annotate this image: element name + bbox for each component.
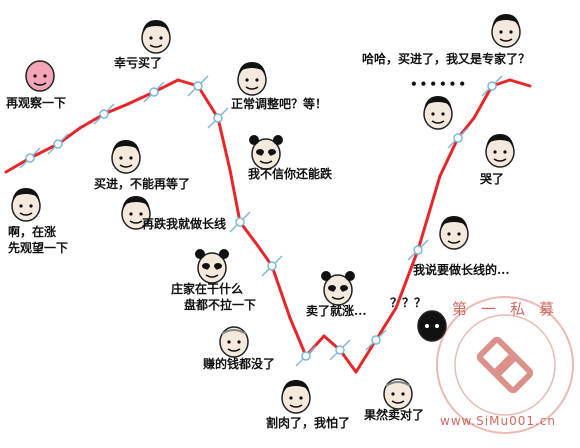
curve-segment [438,136,460,178]
caption-question: ？？？ [390,296,427,310]
curve-segment [288,316,308,358]
curve-segment [354,338,378,374]
meme-face-icon [383,378,413,410]
meme-face-icon [281,380,311,414]
curve-segment [228,168,242,224]
meme-face-icon [417,310,447,342]
curve-node [371,335,381,345]
caption-rising: 啊，在涨 [8,225,57,239]
curve-node [453,133,463,143]
curve-node [25,153,35,163]
curve-node [413,245,423,255]
caption-sold-right: 果然卖对了 [364,408,425,422]
curve-segment [374,306,398,342]
caption-wait: 先观望一下 [8,241,69,255]
watermark-char-1: 第 [452,300,482,318]
meme-face-icon [25,60,55,92]
curve-segment [472,84,494,120]
curve-segment [126,90,156,106]
curve-node [99,109,109,119]
meme-face-icon [321,271,355,306]
caption-meant-long: 我说要做长线的... [413,263,510,277]
curve-node [301,351,311,361]
curve-segment [28,142,60,160]
caption-observe: 再观察一下 [6,96,67,110]
caption-no-pump: 盘都不拉一下 [184,298,257,312]
meme-face-icon [111,140,141,174]
watermark-char-4: 募 [539,300,569,318]
meme-face-icon [249,135,283,170]
caption-disbelief: 我不信你还能跌 [248,167,333,181]
watermark-logo [436,296,574,434]
caption-sold-rise: 卖了就涨... [306,304,367,318]
curve-segment [416,174,442,252]
meme-face-icon [141,20,171,54]
curve-node [213,113,223,123]
caption-buy-now: 买进，不能再等了 [94,177,191,191]
watermark-url: www.SiMu001.cn [440,414,556,428]
curve-segment [508,78,532,88]
curve-segment [270,264,292,320]
curve-segment [196,84,220,120]
caption-long-term: 再跌我就做长线 [142,217,227,231]
meme-face-icon [121,196,151,230]
caption-cut-loss: 割肉了，我怕了 [266,416,351,430]
curve-node [267,261,277,271]
caption-adjust: 正常调整吧？等！ [231,97,328,111]
curve-node [193,81,203,91]
caption-dots: •••••• [410,77,469,91]
watermark-char-3: 私 [510,300,540,318]
watermark-char-2: 一 [481,300,511,318]
meme-face-icon [439,216,469,250]
meme-face-icon [485,134,515,168]
curve-node [149,87,159,97]
caption-expert: 哈哈，买进了，我又是专家了？ [362,52,531,66]
meme-face-icon [237,62,267,96]
meme-face-icon [11,188,41,222]
meme-face-icon [195,249,229,284]
curve-segment [216,116,232,172]
caption-cried: 哭了 [480,172,505,186]
meme-face-icon [219,326,249,358]
curve-segment [238,220,260,248]
curve-node [335,345,345,355]
caption-lucky: 幸亏买了 [114,56,163,70]
curve-node [235,217,245,227]
curve-segment [394,248,420,310]
curve-node [487,81,497,91]
curve-node [53,139,63,149]
meme-face-icon [491,14,521,48]
caption-dealer: 庄家在干什么 [171,282,244,296]
caption-gains-gone: 赚的钱都没了 [203,357,276,371]
meme-face-icon [423,96,453,130]
